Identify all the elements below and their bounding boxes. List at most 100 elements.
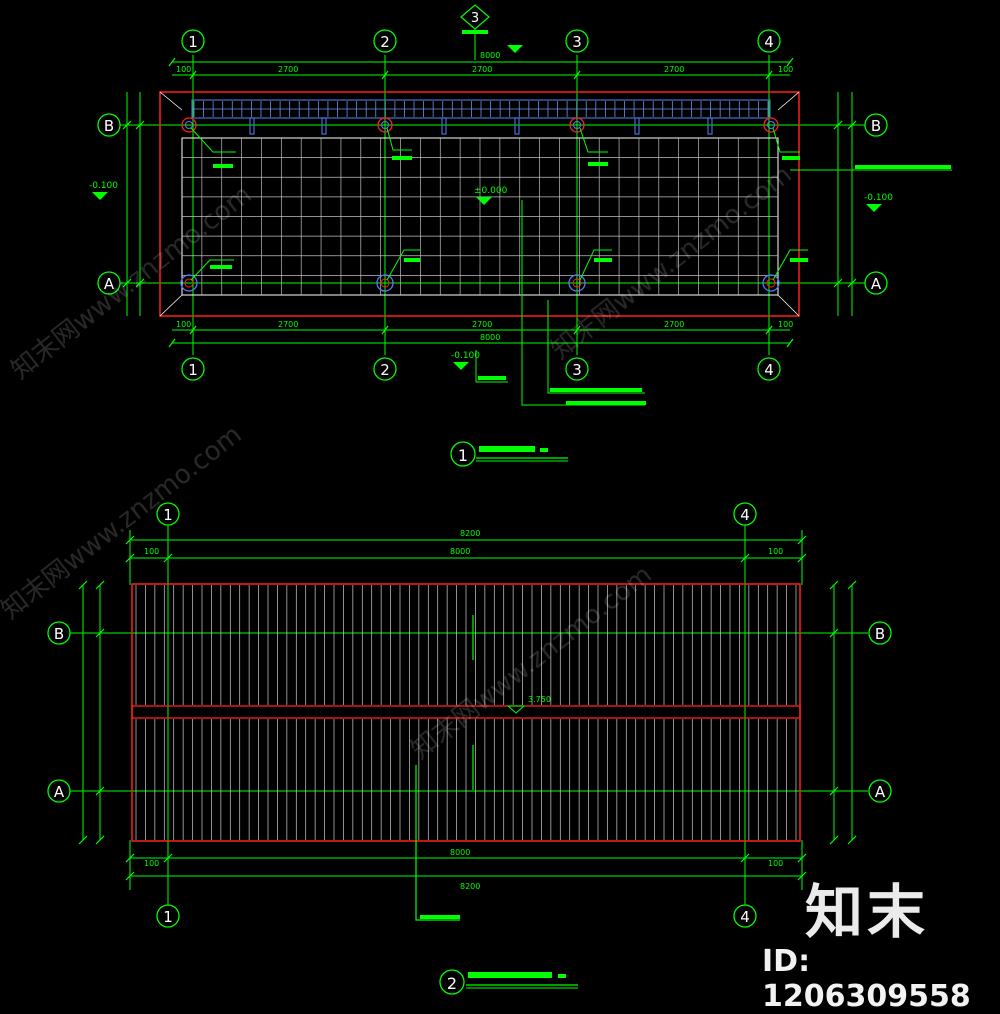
level-bottom-text: -0.100 [451,351,480,361]
plan1-pergola-posts [249,117,713,135]
axis-bubble-4-bottom: 4 [733,904,757,928]
axis-bubble-b-left: B [47,621,71,645]
axis-bubble-1-top: 1 [156,502,180,526]
axis-bubble-1-bottom: 1 [156,904,180,928]
plan-2: 3.750 8200 8000 100 100 8000 100 100 820… [47,502,892,995]
axis-bubble-2-top: 2 [373,29,397,53]
plan-1: -0.100 -0.100 -0.100 ±0.000 8000 2700 27… [89,4,952,467]
svg-text:3: 3 [572,33,582,51]
dim-text-bottom-edge-right: 100 [778,320,793,329]
axis-bubble-4-top: 4 [757,29,781,53]
plan2-leaders [415,615,474,921]
dim-text-top-edge-right: 100 [778,65,793,74]
plan1-pergola-slats [192,101,770,117]
dim-text-bottom-total: 8200 [460,882,480,891]
dim-text-bottom-inner: 8000 [450,848,470,857]
dim-text-top-edge-right: 100 [768,547,783,556]
plan2-roof-slats [135,585,797,840]
section-marker-3-number: 3 [471,11,479,26]
plan1-title-number: 1 [458,446,468,465]
axis-bubble-b-right: B [868,621,892,645]
plan2-ridge-level-marker [506,705,526,714]
axis-bubble-1-bottom: 1 [181,357,205,381]
plan1-corner-lines [159,91,800,317]
svg-text:1: 1 [163,506,173,524]
svg-text:1: 1 [188,361,198,379]
plan2-leader-text-bar [420,915,460,919]
plan1-leader-text-bars [210,156,951,405]
plan2-title-number: 2 [447,974,457,993]
level-left-text: -0.100 [89,181,118,191]
level-right-text: -0.100 [864,193,893,203]
axis-bubble-b-left: B [97,113,121,137]
axis-bubble-2-bottom: 2 [373,357,397,381]
section-marker-3: 3 [460,4,490,60]
svg-text:A: A [871,275,882,293]
column-b2 [377,117,393,133]
column-b4 [763,117,779,133]
plan1-dimensions [122,57,857,348]
dim-text-bottom-span-2: 2700 [472,320,492,329]
column-a3 [568,274,586,292]
plan1-dimension-texts: 8000 2700 2700 2700 100 100 2700 2700 27… [176,51,793,342]
dim-text-top-edge-left: 100 [144,547,159,556]
dim-text-top-span-3: 2700 [664,65,684,74]
plan2-ridge-level-text: 3.750 [528,695,551,704]
svg-text:1: 1 [163,908,173,926]
svg-text:3: 3 [572,361,582,379]
column-a1 [180,274,198,292]
plan2-ridge-beam [131,705,801,719]
dim-text-bottom-edge-left: 100 [144,859,159,868]
axis-bubble-a-left: A [97,271,121,295]
svg-text:A: A [875,783,886,801]
svg-text:A: A [104,275,115,293]
dim-text-bottom-edge-right: 100 [768,859,783,868]
svg-text:2: 2 [380,33,390,51]
plan1-columns [180,117,780,292]
plan1-slab-outline [159,91,800,317]
brand-watermark: 知末 [805,878,930,946]
axis-bubble-4-top: 4 [733,502,757,526]
id-watermark: ID: 1206309558 [762,944,971,1014]
axis-bubble-b-right: B [864,113,888,137]
axis-bubble-4-bottom: 4 [757,357,781,381]
svg-text:B: B [54,625,64,643]
svg-text:2: 2 [380,361,390,379]
dim-text-top-inner: 8000 [450,547,470,556]
plan2-dimension-texts: 8200 8000 100 100 8000 100 100 8200 [144,529,783,891]
axis-bubble-3-bottom: 3 [565,357,589,381]
axis-bubble-a-right: A [868,779,892,803]
svg-text:B: B [871,117,881,135]
plan1-level-markers [92,45,882,370]
dim-text-top-total: 8000 [480,51,500,60]
dim-text-top-total: 8200 [460,529,480,538]
level-marker-center [476,197,492,205]
column-a4 [762,274,780,292]
svg-text:4: 4 [740,908,750,926]
axis-bubble-1-top: 1 [181,29,205,53]
dim-text-bottom-total: 8000 [480,333,500,342]
svg-text:4: 4 [764,33,774,51]
svg-text:1: 1 [188,33,198,51]
plan2-title: 2 [439,969,578,995]
dim-text-top-edge-left: 100 [176,65,191,74]
level-marker-top [507,45,523,53]
dim-text-top-span-1: 2700 [278,65,298,74]
dim-text-bottom-span-1: 2700 [278,320,298,329]
plan1-axis-bubbles: 1 2 3 4 1 2 3 4 B A B A [97,29,888,381]
plan2-dimensions [78,530,857,890]
column-b1 [181,117,197,133]
plan1-title: 1 [450,441,568,467]
axis-bubble-a-left: A [47,779,71,803]
dim-text-bottom-edge-left: 100 [176,320,191,329]
plan2-axis-bubbles: 1 4 1 4 B A B A [47,502,892,928]
dim-text-bottom-span-3: 2700 [664,320,684,329]
column-a2 [376,274,394,292]
level-marker-bottom [453,362,469,370]
level-center-text: ±0.000 [474,186,508,196]
level-marker-left [92,192,108,200]
svg-text:4: 4 [764,361,774,379]
svg-text:B: B [875,625,885,643]
svg-text:B: B [104,117,114,135]
